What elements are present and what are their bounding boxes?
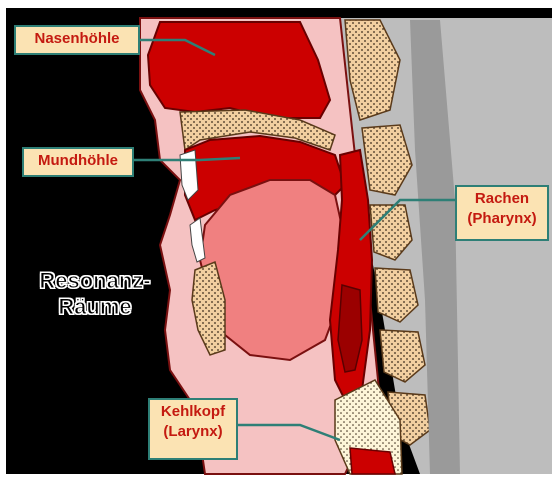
label-larynx-line2: (Larynx) [154, 422, 232, 442]
label-oral-cavity: Mundhöhle [22, 147, 134, 177]
trachea [350, 448, 395, 474]
diagram-title-line2: Räume [20, 294, 170, 320]
label-larynx-line1: Kehlkopf [154, 402, 232, 422]
label-pharynx-line1: Rachen [461, 189, 543, 209]
diagram-title-line1: Resonanz- [20, 268, 170, 294]
label-pharynx-line2: (Pharynx) [461, 209, 543, 229]
label-pharynx: Rachen (Pharynx) [455, 185, 549, 241]
label-nasal-cavity-text: Nasenhöhle [34, 30, 119, 47]
label-oral-cavity-text: Mundhöhle [38, 152, 118, 169]
diagram-title: Resonanz- Räume [20, 268, 170, 320]
label-nasal-cavity: Nasenhöhle [14, 25, 140, 55]
label-larynx: Kehlkopf (Larynx) [148, 398, 238, 460]
nasal-cavity-shape [148, 22, 330, 118]
